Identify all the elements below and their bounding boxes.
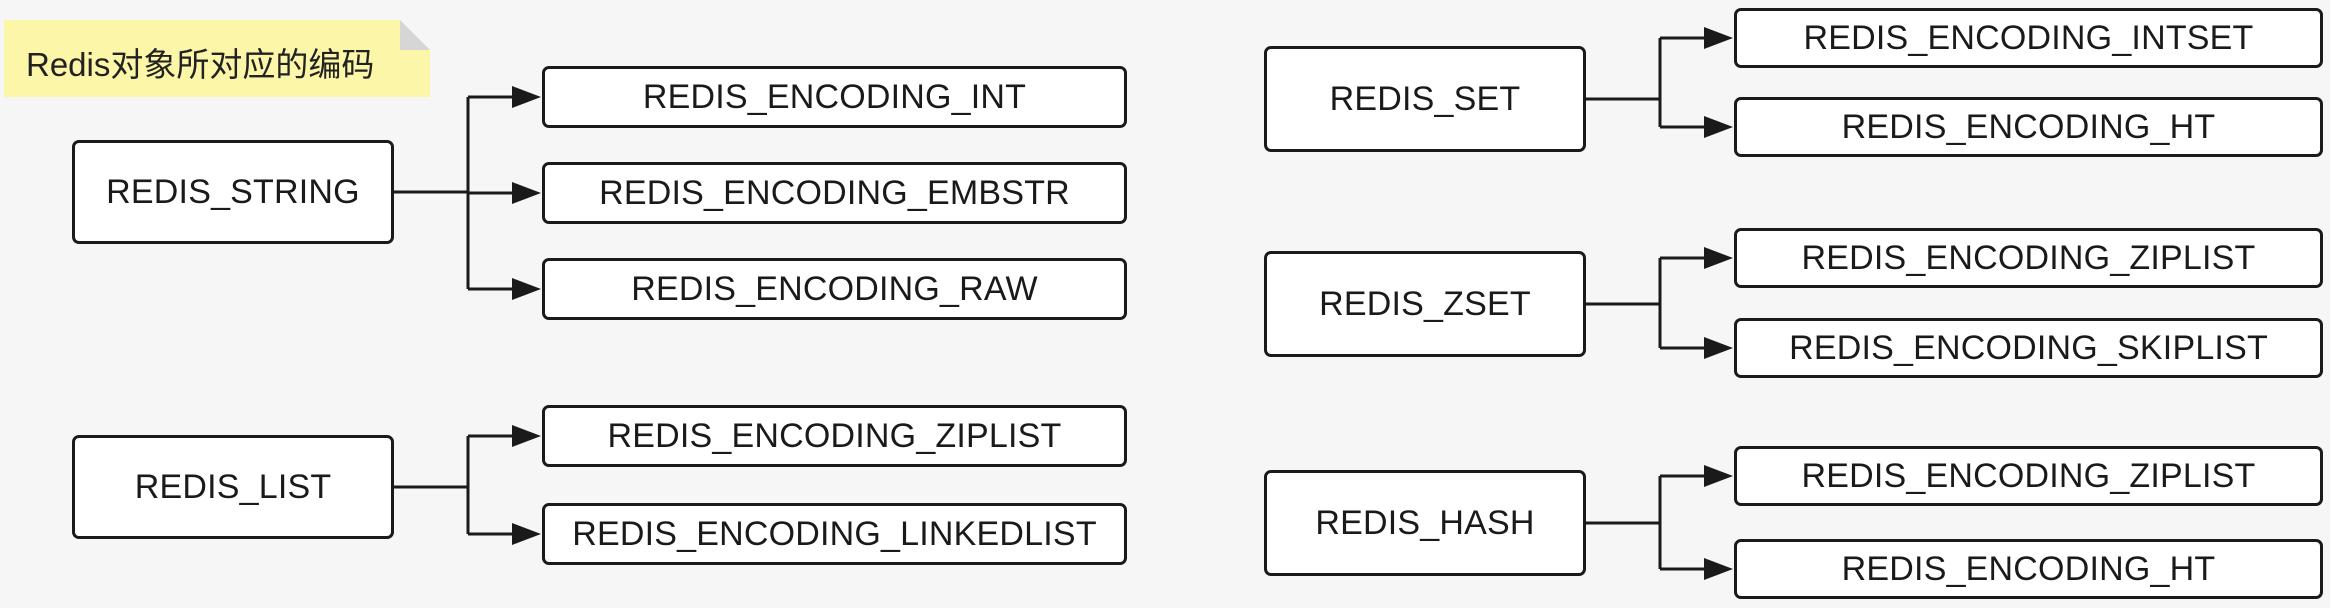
encoding-node-string-embstr[interactable]: REDIS_ENCODING_EMBSTR (542, 162, 1127, 224)
type-node-redis-set[interactable]: REDIS_SET (1264, 46, 1586, 152)
arrowhead-icon (512, 523, 541, 545)
arrowhead-icon (512, 425, 541, 447)
encoding-node-list-ziplist[interactable]: REDIS_ENCODING_ZIPLIST (542, 405, 1127, 467)
encoding-node-hash-ht[interactable]: REDIS_ENCODING_HT (1734, 539, 2323, 599)
note-title: Redis对象所对应的编码 (26, 46, 375, 83)
encoding-node-list-linkedlist[interactable]: REDIS_ENCODING_LINKEDLIST (542, 503, 1127, 565)
arrowhead-icon (1704, 247, 1733, 269)
title-note: Redis对象所对应的编码 (4, 20, 430, 97)
type-node-redis-zset[interactable]: REDIS_ZSET (1264, 251, 1586, 357)
type-node-redis-list[interactable]: REDIS_LIST (72, 435, 394, 539)
arrowhead-icon (512, 182, 541, 204)
encoding-node-zset-skiplist[interactable]: REDIS_ENCODING_SKIPLIST (1734, 318, 2323, 378)
encoding-node-zset-ziplist[interactable]: REDIS_ENCODING_ZIPLIST (1734, 228, 2323, 288)
encoding-node-set-intset[interactable]: REDIS_ENCODING_INTSET (1734, 8, 2323, 68)
type-node-redis-hash[interactable]: REDIS_HASH (1264, 470, 1586, 576)
arrowhead-icon (512, 278, 541, 300)
encoding-node-string-int[interactable]: REDIS_ENCODING_INT (542, 66, 1127, 128)
encoding-node-set-ht[interactable]: REDIS_ENCODING_HT (1734, 97, 2323, 157)
arrowhead-icon (512, 86, 541, 108)
arrowhead-icon (1704, 27, 1733, 49)
type-node-redis-string[interactable]: REDIS_STRING (72, 140, 394, 244)
arrowhead-icon (1704, 337, 1733, 359)
arrowhead-icon (1704, 116, 1733, 138)
note-fold-corner (400, 20, 430, 50)
arrowhead-icon (1704, 465, 1733, 487)
encoding-node-string-raw[interactable]: REDIS_ENCODING_RAW (542, 258, 1127, 320)
encoding-node-hash-ziplist[interactable]: REDIS_ENCODING_ZIPLIST (1734, 446, 2323, 506)
arrowhead-icon (1704, 558, 1733, 580)
